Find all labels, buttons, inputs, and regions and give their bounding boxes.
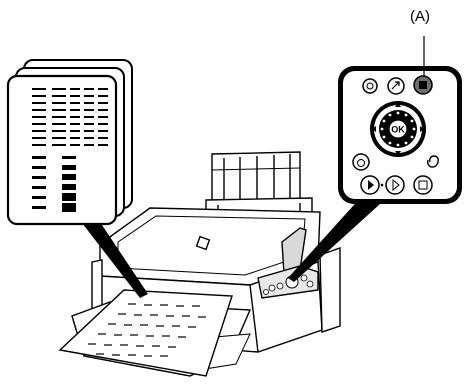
stop-button-a[interactable] <box>414 76 432 94</box>
black-start-button[interactable] <box>361 176 379 194</box>
ok-button[interactable]: OK <box>389 120 407 138</box>
printed-pattern-sheet <box>60 290 232 376</box>
operation-panel-callout: OK <box>338 66 462 204</box>
copy-button[interactable] <box>388 78 404 94</box>
color-start-button[interactable] <box>386 176 404 194</box>
home-button[interactable] <box>353 154 369 170</box>
scan-button[interactable] <box>414 176 432 194</box>
stop-button-icon <box>419 81 427 89</box>
start-separator-dot <box>381 184 384 187</box>
ok-button-label: OK <box>391 125 405 135</box>
power-button[interactable] <box>363 79 377 93</box>
callout-a-label: (A) <box>410 8 430 25</box>
pattern-sheets-callout <box>8 60 132 224</box>
